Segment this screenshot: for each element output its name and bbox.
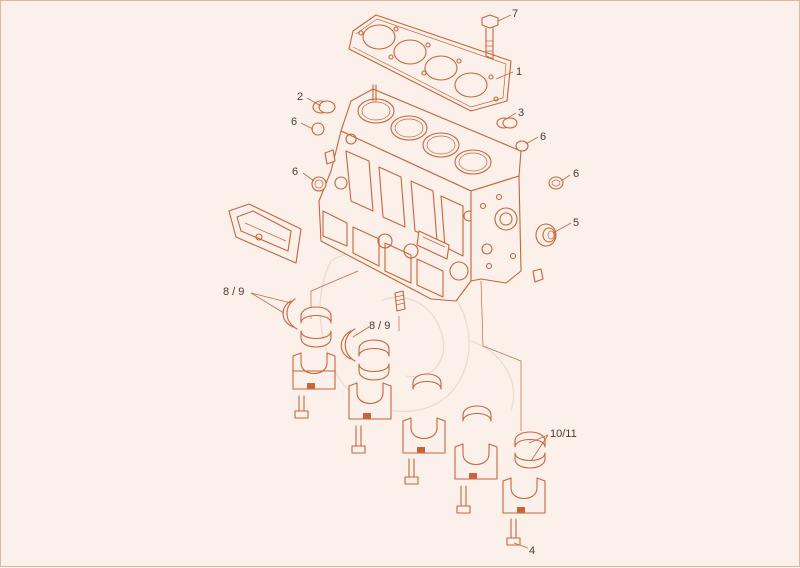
callout-8-9: 8 / 9 <box>369 320 390 332</box>
side-cover <box>228 203 302 264</box>
callout-2: 2 <box>297 91 303 103</box>
callout-6: 6 <box>292 166 298 178</box>
plugs-6 <box>311 122 564 192</box>
plug <box>312 100 336 114</box>
engine-block <box>318 84 544 312</box>
oil-seal <box>535 223 557 247</box>
cap-bolts <box>294 395 521 546</box>
callout-leaders <box>250 14 572 549</box>
callout-10-11: 10/11 <box>550 428 577 440</box>
callout-3: 3 <box>518 107 524 119</box>
callout-6: 6 <box>540 131 546 143</box>
callout-5: 5 <box>573 217 579 229</box>
plug-3 <box>496 117 518 129</box>
callout-6: 6 <box>291 116 297 128</box>
bearing-caps <box>292 352 546 514</box>
callout-7: 7 <box>512 8 518 20</box>
head-bolt <box>481 14 499 60</box>
callout-1: 1 <box>516 66 522 78</box>
main-bearings <box>300 306 546 469</box>
callout-8-9: 8 / 9 <box>223 286 244 298</box>
callout-6: 6 <box>573 168 579 180</box>
head-gasket <box>348 14 512 112</box>
callout-labels: 7 1 2 3 6 6 6 6 5 8 / 9 8 / 9 10/11 4 <box>223 8 579 557</box>
callout-4: 4 <box>529 545 535 557</box>
